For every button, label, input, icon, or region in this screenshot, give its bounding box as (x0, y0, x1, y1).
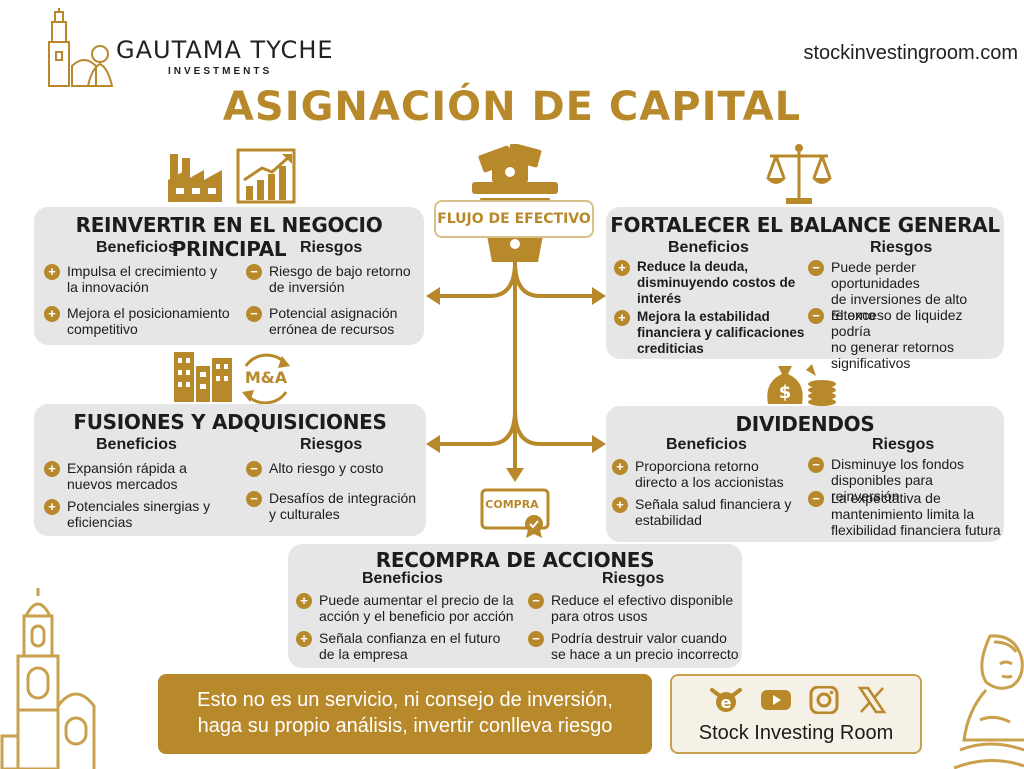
plus-icon: + (296, 593, 312, 609)
minus-icon: − (246, 491, 262, 507)
disclaimer-banner: Esto no es un servicio, ni consejo de in… (158, 674, 652, 754)
minus-icon: − (246, 264, 262, 280)
x-icon[interactable] (856, 686, 888, 714)
instagram-icon[interactable] (808, 686, 840, 714)
factory-icon (168, 154, 222, 202)
e-logo-icon[interactable]: e (710, 686, 742, 714)
minus-icon: − (528, 631, 544, 647)
cash-flow-label: FLUJO DE EFECTIVO (434, 200, 594, 238)
ma-label: M&A (244, 368, 288, 387)
site-link[interactable]: stockinvestingroom.com (803, 42, 1018, 64)
plus-icon: + (44, 306, 60, 322)
card-title: RECOMPRA DE ACCIONES (375, 548, 655, 572)
risks-heading: Riesgos (872, 436, 935, 453)
certificate-badge: COMPRA (480, 488, 550, 538)
disclaimer-line: haga su propio análisis, invertir conlle… (197, 715, 613, 737)
buddha-illustration (953, 634, 1024, 769)
card-title: REINVERTIR EN EL NEGOCIO PRINCIPAL (75, 213, 383, 261)
benefits-heading: Beneficios (96, 239, 177, 256)
brand-name: GAUTAMA TYCHE (116, 36, 334, 64)
compra-label: COMPRA (485, 498, 539, 511)
minus-icon: − (246, 461, 262, 477)
plus-icon: + (614, 260, 630, 276)
social-box: e Stock Investing Room (670, 674, 922, 754)
benefits-heading: Beneficios (668, 239, 749, 256)
svg-text:e: e (721, 693, 732, 712)
buildings-icon (174, 352, 232, 402)
risks-heading: Riesgos (300, 239, 363, 256)
youtube-icon[interactable] (760, 686, 792, 714)
ma-badge: M&A (236, 352, 296, 404)
minus-icon: − (528, 593, 544, 609)
minus-icon: − (808, 457, 824, 473)
plus-icon: + (44, 461, 60, 477)
social-name: Stock Investing Room (698, 722, 894, 744)
plus-icon: + (612, 497, 628, 513)
card-reinvest: REINVERTIR EN EL NEGOCIO PRINCIPAL Benef… (34, 207, 424, 345)
svg-text:$: $ (779, 382, 792, 403)
money-bag-icon: $ (767, 364, 836, 406)
tower-illustration (0, 588, 96, 769)
minus-icon: − (808, 491, 824, 507)
plus-icon: + (614, 310, 630, 326)
card-dividends: DIVIDENDOS Beneficios Riesgos +Proporcio… (606, 406, 1004, 542)
card-title: FUSIONES Y ADQUISICIONES (73, 410, 387, 434)
risk-item: −Alto riesgo y costo (246, 460, 383, 477)
benefits-heading: Beneficios (362, 570, 443, 587)
minus-icon: − (246, 306, 262, 322)
card-title: FORTALECER EL BALANCE GENERAL (610, 213, 1000, 237)
risks-heading: Riesgos (300, 436, 363, 453)
plus-icon: + (296, 631, 312, 647)
minus-icon: − (808, 260, 824, 276)
card-buyback: RECOMPRA DE ACCIONES Beneficios Riesgos … (288, 544, 742, 668)
minus-icon: − (808, 308, 824, 324)
card-mna: FUSIONES Y ADQUISICIONES Beneficios Ries… (34, 404, 426, 536)
card-title: DIVIDENDOS (735, 412, 875, 436)
card-balance: FORTALECER EL BALANCE GENERAL Beneficios… (606, 207, 1004, 371)
plus-icon: + (612, 459, 628, 475)
brand-subtitle: INVESTMENTS (168, 66, 273, 77)
benefits-heading: Beneficios (96, 436, 177, 453)
page-title: ASIGNACIÓN DE CAPITAL (222, 84, 802, 130)
plus-icon: + (44, 499, 60, 515)
plus-icon: + (44, 264, 60, 280)
risks-heading: Riesgos (870, 239, 933, 256)
risks-heading: Riesgos (602, 570, 665, 587)
disclaimer-line: Esto no es un servicio, ni consejo de in… (197, 689, 613, 711)
scale-icon (766, 144, 832, 204)
brand-logo (48, 8, 114, 87)
growth-chart-icon (236, 148, 296, 204)
benefits-heading: Beneficios (666, 436, 747, 453)
